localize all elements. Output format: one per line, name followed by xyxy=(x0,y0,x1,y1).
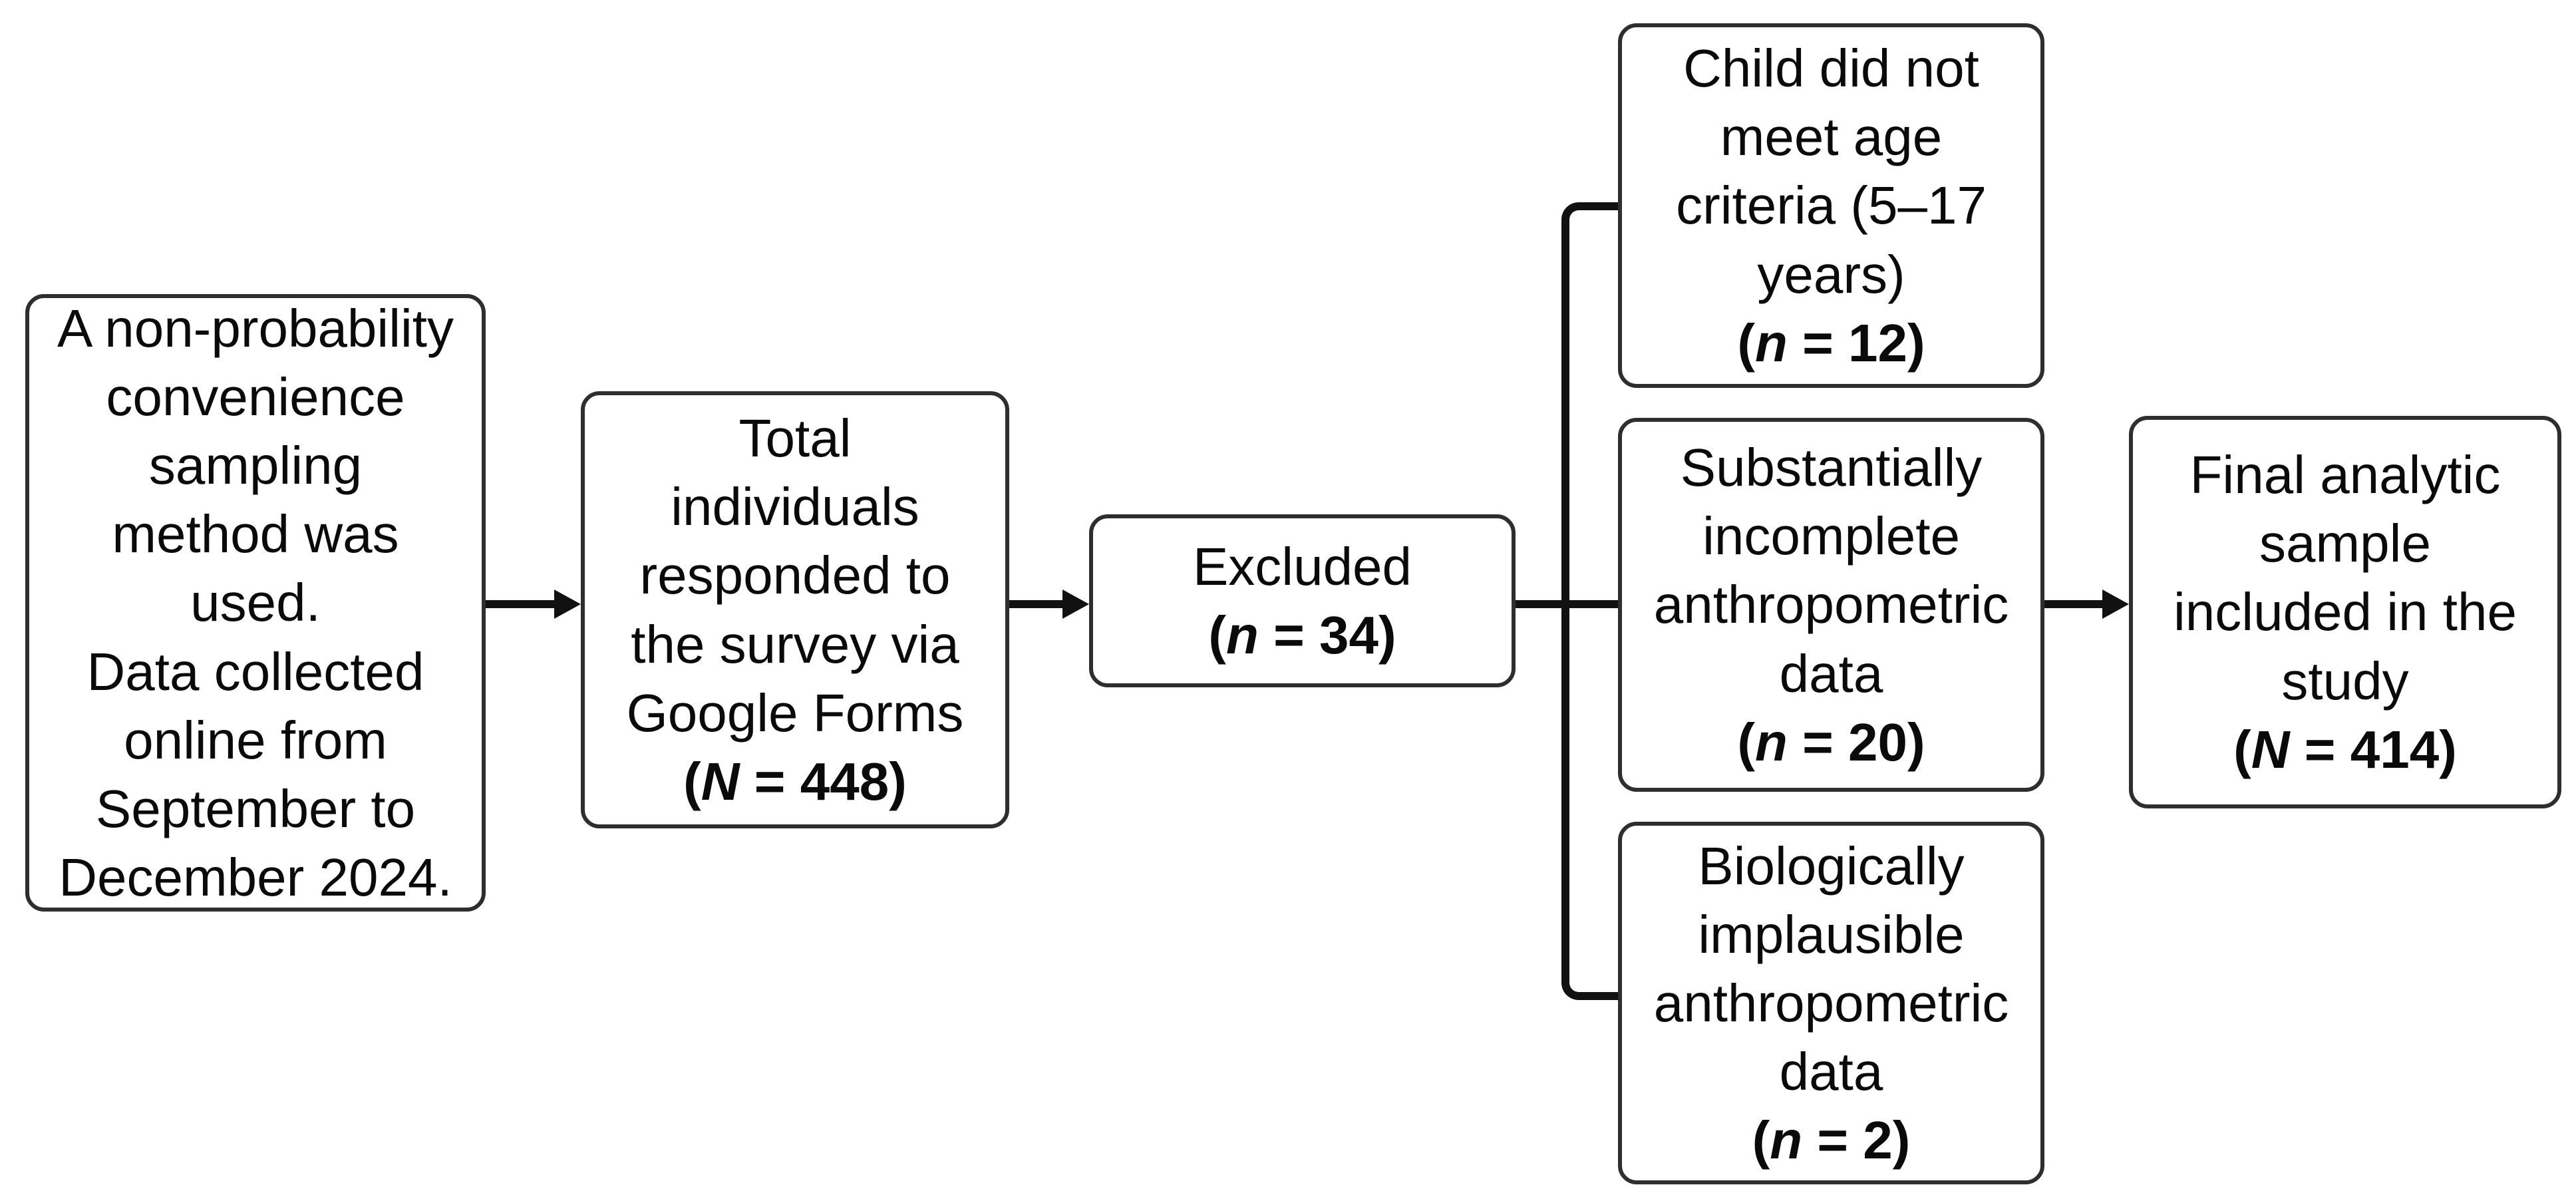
connector-total-to-excluded xyxy=(1009,600,1066,608)
arrowhead-sampling-to-total xyxy=(554,590,581,619)
excluded-count: (n = 34) xyxy=(1208,605,1396,665)
incomplete-data-box: Substantially incomplete anthropometric … xyxy=(1618,418,2044,792)
excluded-box: Excluded (n = 34) xyxy=(1089,514,1516,687)
arrowhead-reasons-to-final xyxy=(2102,590,2129,619)
implausible-data-text: Biologically implausible anthropometric … xyxy=(1653,836,2009,1102)
implausible-data-box: Biologically implausible anthropometric … xyxy=(1618,822,2044,1184)
connector-reasons-to-final xyxy=(2044,600,2106,608)
age-criteria-text: Child did not meet age criteria (5–17 ye… xyxy=(1676,39,1987,304)
final-sample-count: (N = 414) xyxy=(2233,719,2457,779)
arrowhead-total-to-excluded xyxy=(1062,590,1089,619)
final-sample-box: Final analytic sample included in the st… xyxy=(2129,416,2561,808)
connector-sampling-to-total xyxy=(486,600,558,608)
total-respondents-count: (N = 448) xyxy=(683,751,907,811)
total-respondents-text: Total individuals responded to the surve… xyxy=(626,408,964,743)
sampling-method-box: A non-probability convenience sampling m… xyxy=(25,294,486,912)
final-sample-text: Final analytic sample included in the st… xyxy=(2174,445,2517,711)
age-criteria-count: (n = 12) xyxy=(1737,313,1925,373)
age-criteria-box: Child did not meet age criteria (5–17 ye… xyxy=(1618,23,2044,388)
exclusion-reasons-bracket xyxy=(1561,202,1618,1000)
implausible-data-count: (n = 2) xyxy=(1752,1110,1911,1170)
incomplete-data-text: Substantially incomplete anthropometric … xyxy=(1653,438,2009,703)
total-respondents-box: Total individuals responded to the surve… xyxy=(581,391,1009,828)
sampling-method-text: A non-probability convenience sampling m… xyxy=(57,298,454,908)
excluded-text: Excluded xyxy=(1192,536,1412,596)
incomplete-data-count: (n = 20) xyxy=(1737,712,1925,772)
